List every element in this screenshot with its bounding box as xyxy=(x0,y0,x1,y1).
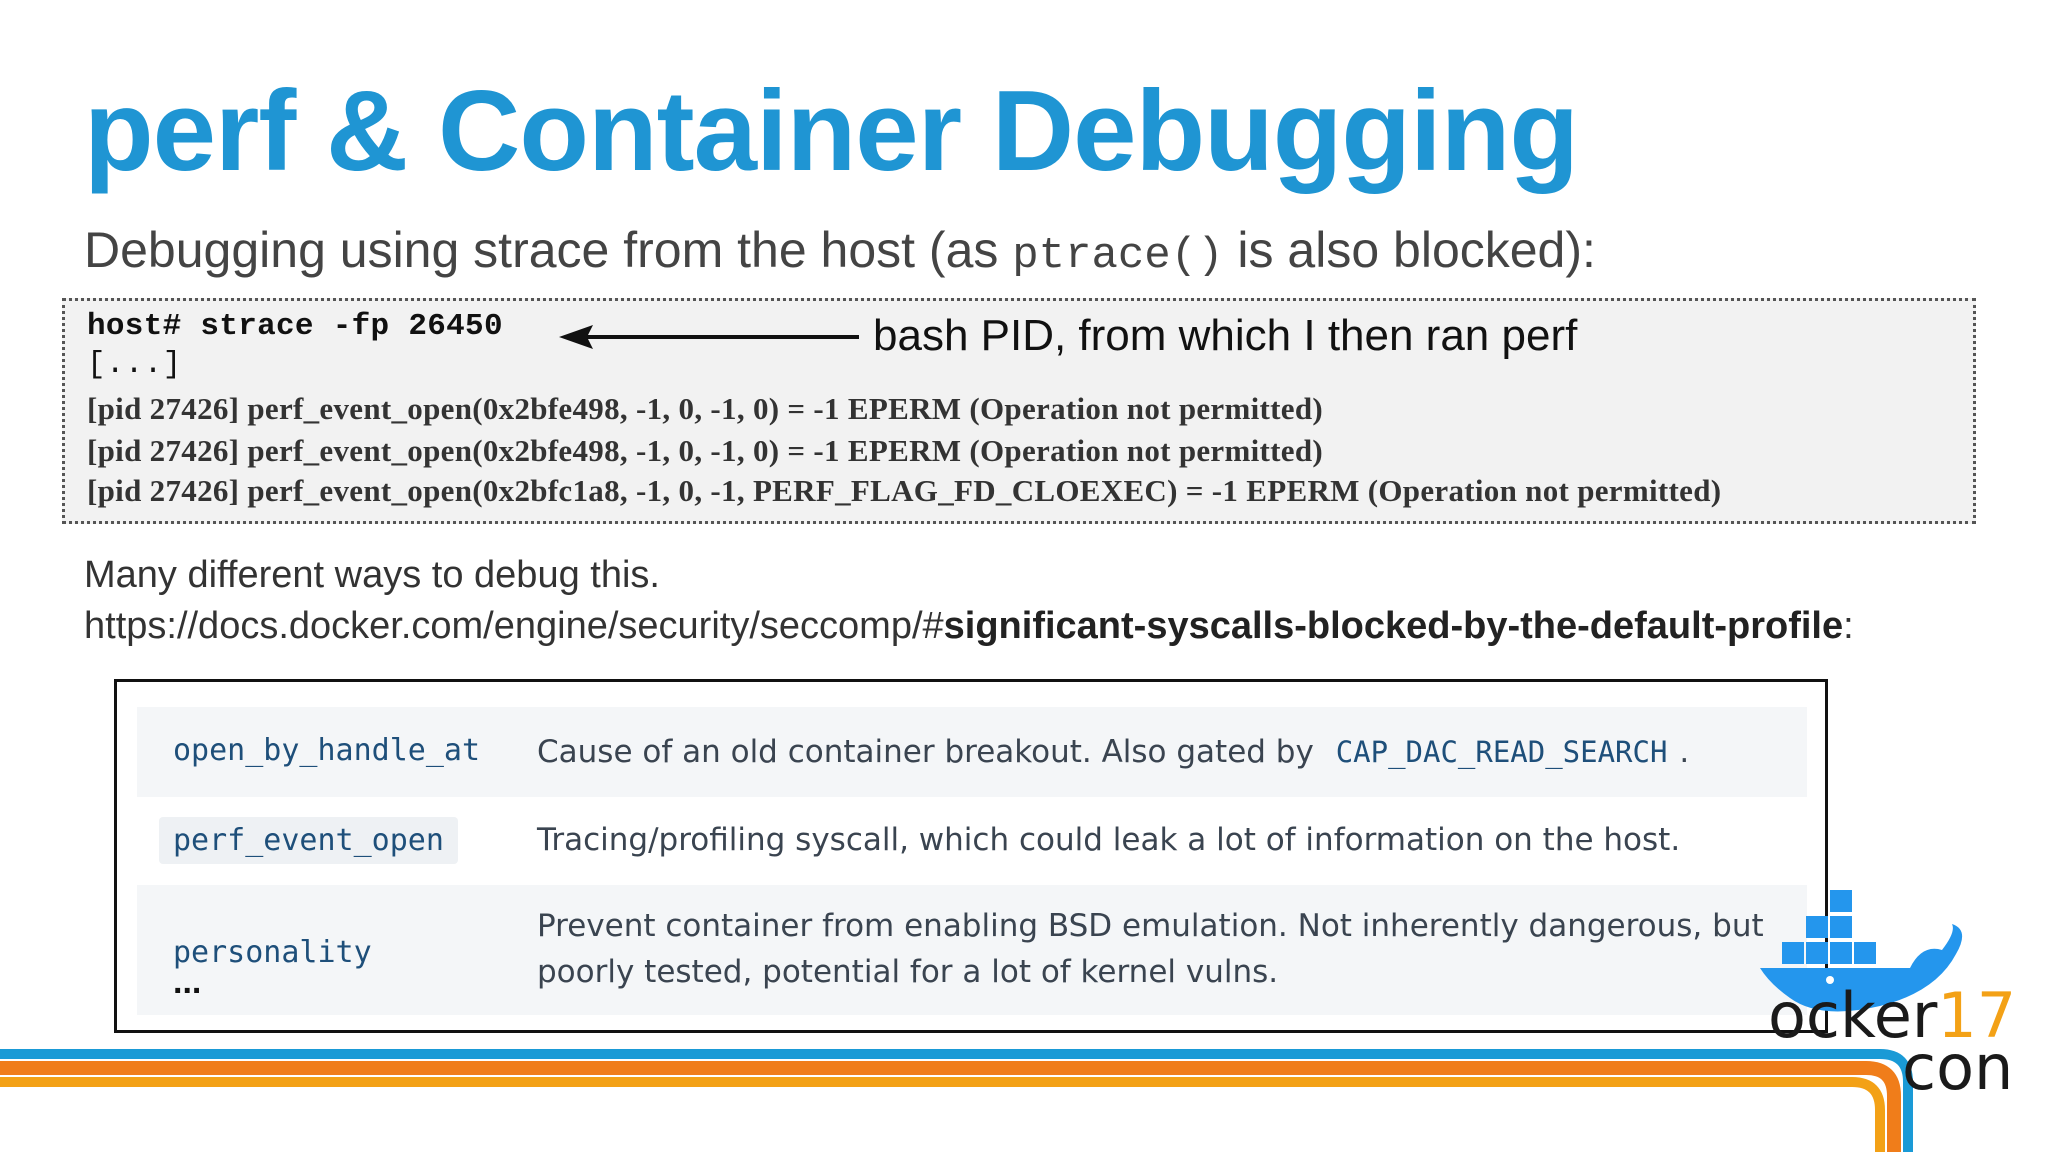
syscall-table: open_by_handle_at Cause of an old contai… xyxy=(114,679,1828,1033)
terminal-output-box: host# strace -fp 26450 bash PID, from wh… xyxy=(62,298,1976,524)
syscall-name: open_by_handle_at xyxy=(173,733,481,768)
note-text: Many different ways to debug this. xyxy=(84,554,660,596)
subtitle-text-after: is also blocked): xyxy=(1223,222,1596,278)
desc-text-end: . xyxy=(1679,734,1690,770)
docs-link-suffix: : xyxy=(1843,605,1854,647)
syscall-description: Prevent container from enabling BSD emul… xyxy=(537,908,1764,990)
table-row: perf_event_open Tracing/profiling syscal… xyxy=(137,797,1807,885)
syscall-description: Tracing/profiling syscall, which could l… xyxy=(537,822,1681,858)
slide-subtitle: Debugging using strace from the host (as… xyxy=(84,218,1596,288)
logo-con: con xyxy=(1902,1031,2014,1104)
docker-whale-icon xyxy=(1760,890,1963,1012)
syscall-name: personality xyxy=(173,935,372,970)
table-row: personality Prevent container from enabl… xyxy=(137,885,1807,1015)
ellipsis-bottom: ... xyxy=(173,963,202,1001)
arrow-left-icon xyxy=(559,325,859,349)
syscall-name: perf_event_open xyxy=(159,817,458,864)
desc-code-capability: CAP_DAC_READ_SEARCH xyxy=(1335,735,1668,769)
terminal-line: [pid 27426] perf_event_open(0x2bfe498, -… xyxy=(87,391,1323,426)
table-row: open_by_handle_at Cause of an old contai… xyxy=(137,707,1807,797)
desc-text: Cause of an old container breakout. Also… xyxy=(537,734,1324,770)
docs-link[interactable]: https://docs.docker.com/engine/security/… xyxy=(84,603,1854,649)
docs-link-prefix: https://docs.docker.com/engine/security/… xyxy=(84,605,944,647)
syscall-description: Cause of an old container breakout. Also… xyxy=(537,729,1777,775)
docs-link-anchor: significant-syscalls-blocked-by-the-defa… xyxy=(943,605,1844,647)
strace-command: host# strace -fp 26450 xyxy=(87,309,503,344)
terminal-line: [pid 27426] perf_event_open(0x2bfc1a8, -… xyxy=(87,473,1722,508)
logo-word: ocker xyxy=(1768,979,1938,1052)
terminal-line: [pid 27426] perf_event_open(0x2bfe498, -… xyxy=(87,433,1323,468)
docker-logo-wordmark: ocker17 xyxy=(1768,985,2016,1047)
subtitle-text-before: Debugging using strace from the host (as xyxy=(84,222,1013,278)
slide-title: perf & Container Debugging xyxy=(84,68,1579,195)
logo-year: 17 xyxy=(1937,979,2017,1052)
terminal-line: [...] xyxy=(87,347,182,382)
decorative-stripes xyxy=(0,1049,1913,1152)
pid-annotation: bash PID, from which I then ran perf xyxy=(873,311,1578,360)
subtitle-code-ptrace: ptrace() xyxy=(1012,231,1224,281)
